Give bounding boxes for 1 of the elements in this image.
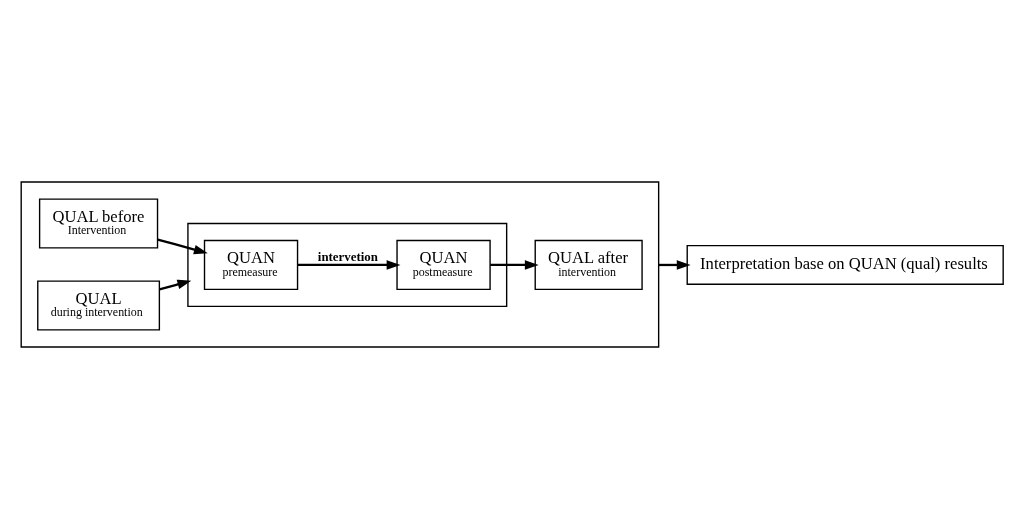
edge-label: intervetion bbox=[317, 249, 378, 264]
